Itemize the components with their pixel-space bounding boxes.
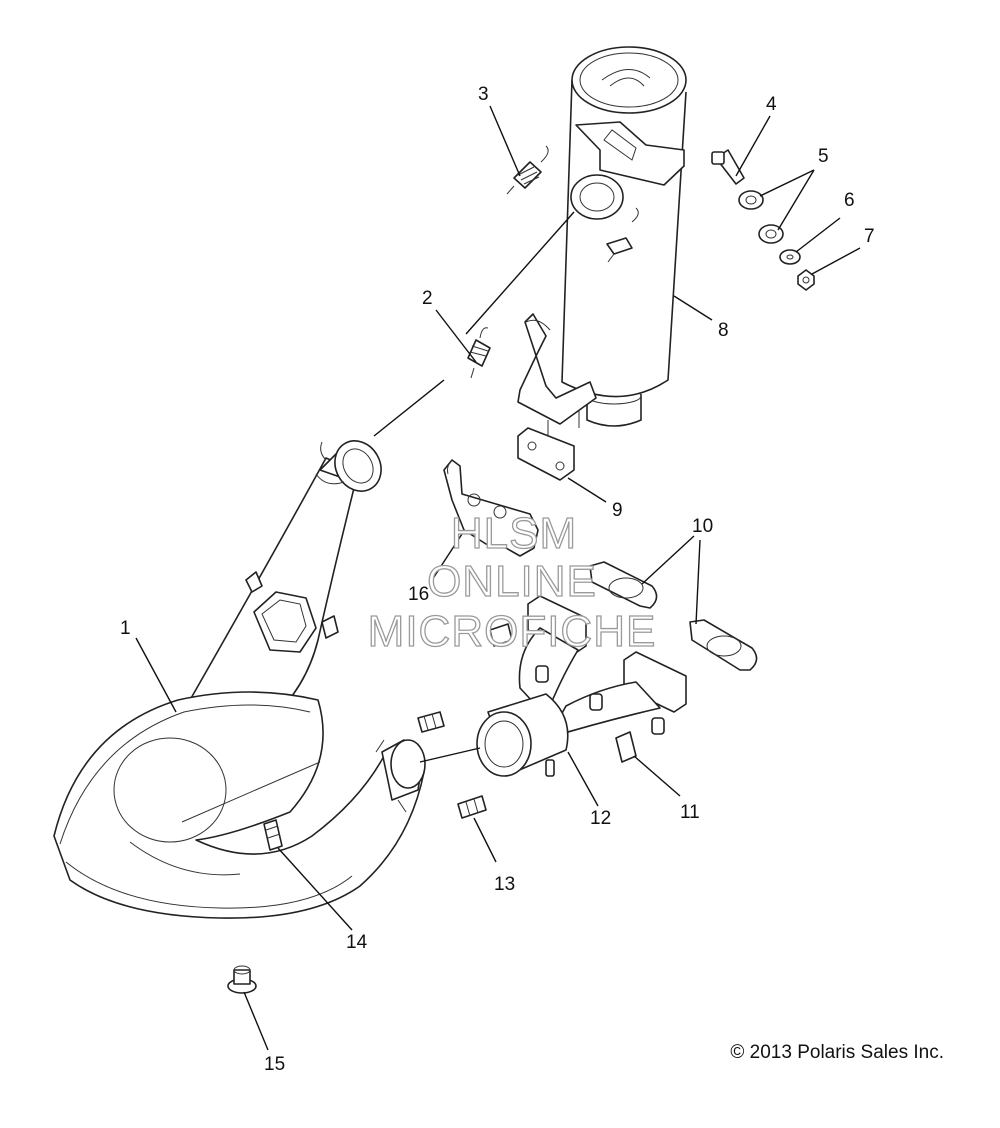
nut-part-7 <box>797 269 815 291</box>
watermark-line-2: ONLINE <box>427 557 597 606</box>
manifold-part-12 <box>476 595 687 777</box>
bolt-part-11 <box>489 623 637 763</box>
callout-4: 4 <box>766 94 777 115</box>
watermark: HLSM ONLINE MICROFICHE <box>367 508 657 656</box>
washer-part-6 <box>779 249 801 265</box>
callout-2: 2 <box>422 288 433 309</box>
callout-16: 16 <box>408 584 429 605</box>
mount-plate-part-9 <box>517 427 575 481</box>
spring-part-3 <box>506 145 549 195</box>
bracket-part-16 <box>443 459 539 557</box>
callout-7: 7 <box>864 226 875 247</box>
callout-15: 15 <box>264 1054 285 1075</box>
muffler-part-8 <box>517 46 687 436</box>
callout-12: 12 <box>590 808 611 829</box>
gasket-part-10 <box>589 561 758 671</box>
callout-5: 5 <box>818 146 829 167</box>
callout-labels: 1 2 3 4 5 6 7 8 9 10 11 12 13 14 15 16 <box>120 84 875 1075</box>
expansion-chamber-part-1 <box>53 440 426 919</box>
watermark-line-3: MICROFICHE <box>368 607 657 656</box>
callout-11: 11 <box>680 802 700 823</box>
plug-part-15 <box>227 965 257 994</box>
copyright-notice: © 2013 Polaris Sales Inc. <box>730 1042 944 1063</box>
callout-6: 6 <box>844 190 855 211</box>
callout-8: 8 <box>718 320 729 341</box>
leader-lines <box>135 105 861 1051</box>
spring-part-2 <box>467 327 491 379</box>
stud-part-14 <box>263 819 283 851</box>
callout-13: 13 <box>494 874 515 895</box>
callout-3: 3 <box>478 84 489 105</box>
callout-14: 14 <box>346 932 368 953</box>
grommet-part-5 <box>738 190 784 244</box>
bolt-part-4 <box>711 149 745 185</box>
callout-10: 10 <box>692 516 713 537</box>
callout-9: 9 <box>612 500 623 521</box>
spring-part-13 <box>417 711 487 819</box>
callout-1: 1 <box>120 618 131 639</box>
watermark-line-1: HLSM <box>451 509 577 558</box>
